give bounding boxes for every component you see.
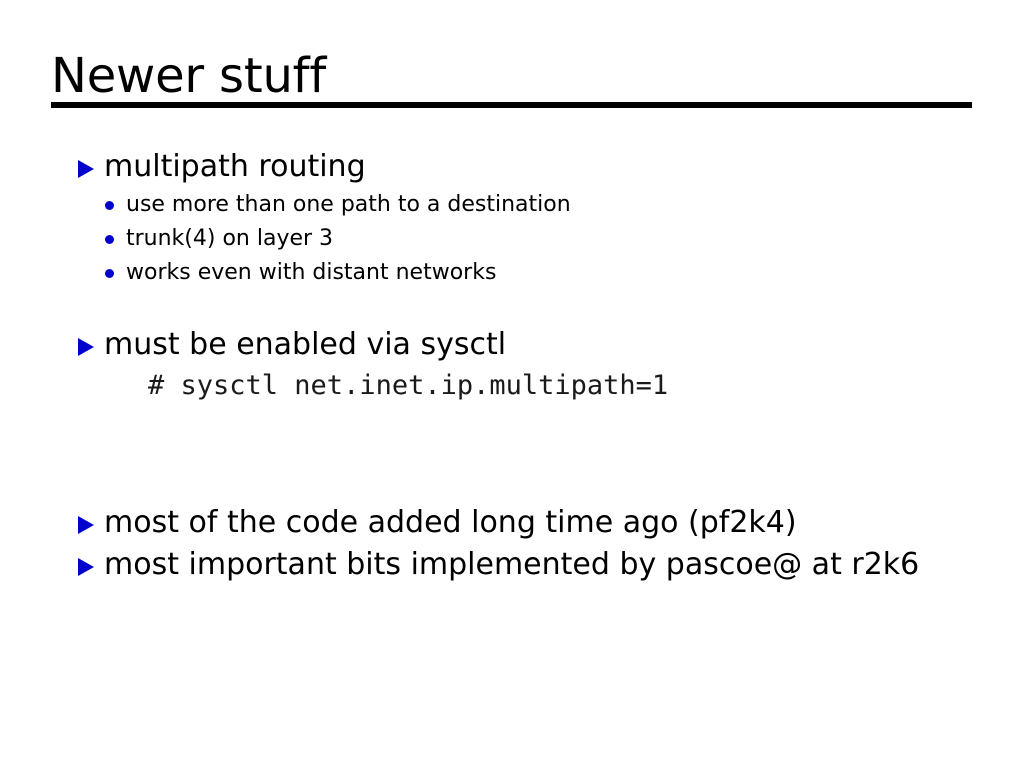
bullet-item-level1: most important bits implemented by pasco… xyxy=(0,544,1024,586)
bullet-item-level2: trunk(4) on layer 3 xyxy=(0,222,1024,256)
bullet-label: most of the code added long time ago (pf… xyxy=(104,505,797,540)
bullet-label: multipath routing xyxy=(104,149,366,184)
triangle-right-bullet-icon xyxy=(78,558,94,576)
bullet-label: most important bits implemented by pasco… xyxy=(104,547,920,582)
bullet-label: trunk(4) on layer 3 xyxy=(126,226,334,251)
bullet-item-level2: use more than one path to a destination xyxy=(0,188,1024,222)
bullet-item-level1: multipath routing xyxy=(0,146,1024,188)
round-bullet-icon xyxy=(105,269,114,278)
bullet-label: works even with distant networks xyxy=(126,260,497,285)
bullet-group-implementation-credit: most important bits implemented by pasco… xyxy=(0,544,1024,586)
round-bullet-icon xyxy=(105,201,114,210)
bullet-group-multipath-routing: multipath routing use more than one path… xyxy=(0,146,1024,290)
slide-body: multipath routing use more than one path… xyxy=(0,146,1024,586)
bullet-item-level2: works even with distant networks xyxy=(0,256,1024,290)
title-underline-rule xyxy=(51,102,972,108)
triangle-right-bullet-icon xyxy=(78,338,94,356)
page-title: Newer stuff xyxy=(51,48,327,104)
command-line-text: # sysctl net.inet.ip.multipath=1 xyxy=(148,370,669,401)
bullet-group-code-history: most of the code added long time ago (pf… xyxy=(0,502,1024,544)
bullet-label: use more than one path to a destination xyxy=(126,192,571,217)
round-bullet-icon xyxy=(105,235,114,244)
section-spacer xyxy=(0,406,1024,502)
triangle-right-bullet-icon xyxy=(78,516,94,534)
bullet-item-level1: must be enabled via sysctl xyxy=(0,324,1024,366)
section-spacer xyxy=(0,290,1024,324)
bullet-item-level1: most of the code added long time ago (pf… xyxy=(0,502,1024,544)
triangle-right-bullet-icon xyxy=(78,160,94,178)
bullet-group-sysctl: must be enabled via sysctl # sysctl net.… xyxy=(0,324,1024,406)
bullet-label: must be enabled via sysctl xyxy=(104,327,507,362)
